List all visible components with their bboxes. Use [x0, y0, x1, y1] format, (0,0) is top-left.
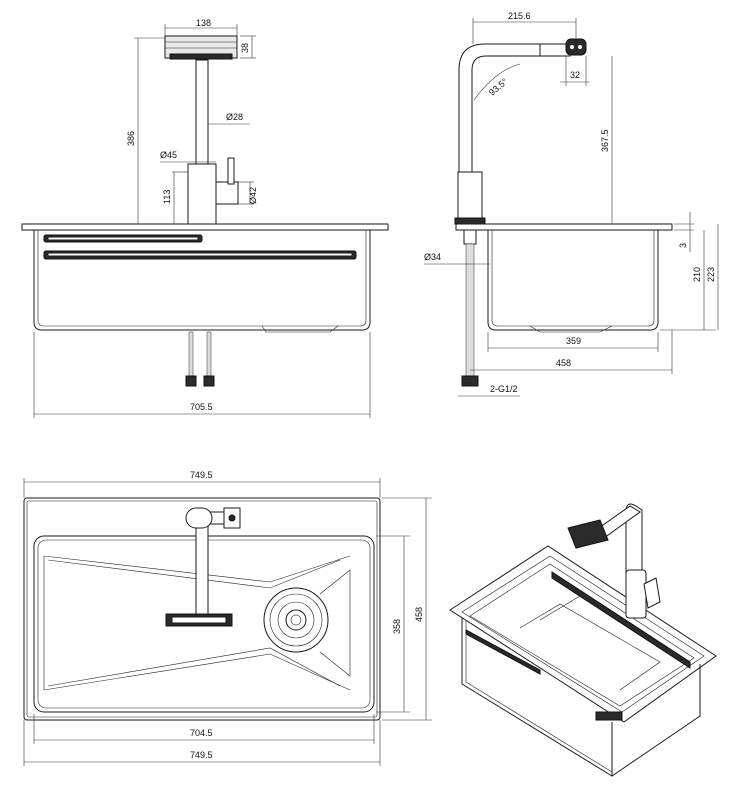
dim-spout-height: 367.5 — [600, 129, 610, 152]
dim-sink-top-width: 705.5 — [190, 402, 213, 412]
dim-bowl-length: 359 — [566, 336, 581, 346]
side-bowl — [487, 230, 659, 331]
dim-side-width: 458 — [556, 358, 571, 368]
iso-top-rim — [449, 545, 717, 723]
side-faucet-head — [565, 38, 587, 56]
iso-bowl-walls — [461, 618, 613, 777]
dim-total-depth: 223 — [706, 267, 716, 282]
side-faucet-spout — [458, 43, 571, 173]
iso-faucet-head — [567, 519, 609, 549]
sink-top-plate — [21, 223, 389, 231]
plan-view: 749.5 358 458 704.5 749.5 — [23, 470, 432, 766]
dim-lever-diameter: Ø42 — [248, 187, 258, 204]
side-faucet-body — [457, 171, 483, 221]
dim-handle-height: 38 — [240, 43, 250, 53]
dim-faucet-height: 386 — [126, 131, 136, 146]
dim-spout-angle: 93.5° — [487, 76, 510, 97]
plan-outer-rim — [23, 497, 381, 721]
dim-head-size: 32 — [570, 70, 580, 80]
dim-lever-height: 113 — [162, 190, 172, 204]
faucet-lever — [215, 181, 239, 205]
dim-handle-width: 138 — [196, 18, 211, 28]
faucet-body — [187, 163, 217, 225]
dim-base-diameter: Ø45 — [160, 150, 177, 160]
dim-plan-width-top: 749.5 — [190, 470, 213, 480]
dim-plan-height: 458 — [414, 607, 424, 622]
dim-connector: 2-G1/2 — [490, 384, 518, 394]
side-elevation: 215.6 93.5° 32 367.5 Ø34 3 210 223 359 — [424, 11, 719, 397]
front-elevation: 138 38 386 Ø28 Ø45 113 Ø42 705.5 — [21, 18, 389, 418]
faucet-pipe — [195, 59, 209, 165]
isometric-view — [449, 503, 717, 777]
dim-tail-diameter: Ø34 — [424, 252, 441, 262]
dim-bowl-depth: 210 — [692, 267, 702, 282]
dim-rim-thickness: 3 — [678, 243, 688, 248]
dim-plan-depth: 358 — [392, 619, 402, 634]
side-top-plate — [455, 223, 673, 231]
dim-plan-width-bottom: 749.5 — [190, 750, 213, 760]
supply-hoses — [185, 331, 215, 387]
plan-drain — [263, 587, 329, 653]
sink-bowl-front — [33, 230, 371, 331]
dim-spout-diameter: Ø28 — [226, 112, 243, 122]
dim-plan-inner-width: 704.5 — [190, 728, 213, 738]
dim-spout-reach: 215.6 — [508, 11, 531, 21]
